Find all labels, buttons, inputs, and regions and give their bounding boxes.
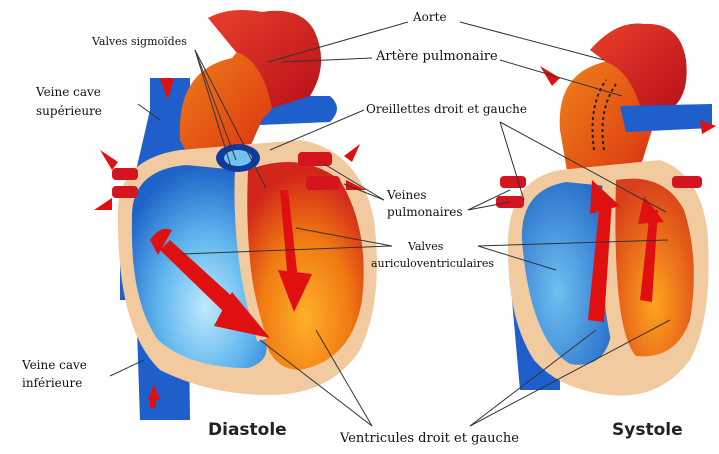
label-aorte: Aorte (413, 10, 447, 24)
label-ventricules: Ventricules droit et gauche (340, 432, 519, 446)
label-veines-pulmonaires-line2: pulmonaires (387, 205, 463, 219)
label-oreillettes: Oreillettes droit et gauche (366, 102, 527, 116)
label-veine-cave-superieure-line2: supérieure (36, 104, 102, 118)
diastole-heart (94, 10, 377, 420)
label-veine-cave-superieure-line1: Veine cave (36, 85, 101, 99)
label-veine-cave-inferieure-line2: inférieure (22, 376, 82, 390)
label-valves-auriculo-line1: Valves (408, 240, 443, 254)
label-veine-cave-inferieure-line1: Veine cave (22, 358, 87, 372)
systole-heart (496, 24, 716, 396)
label-veines-pulmonaires-line1: Veines (387, 188, 427, 202)
label-valves-sigmoides: Valves sigmoïdes (92, 35, 187, 49)
title-systole: Systole (612, 420, 683, 440)
label-artere-pulmonaire: Artère pulmonaire (376, 50, 498, 64)
title-diastole: Diastole (208, 420, 287, 440)
label-valves-auriculo-line2: auriculoventriculaires (371, 257, 494, 271)
